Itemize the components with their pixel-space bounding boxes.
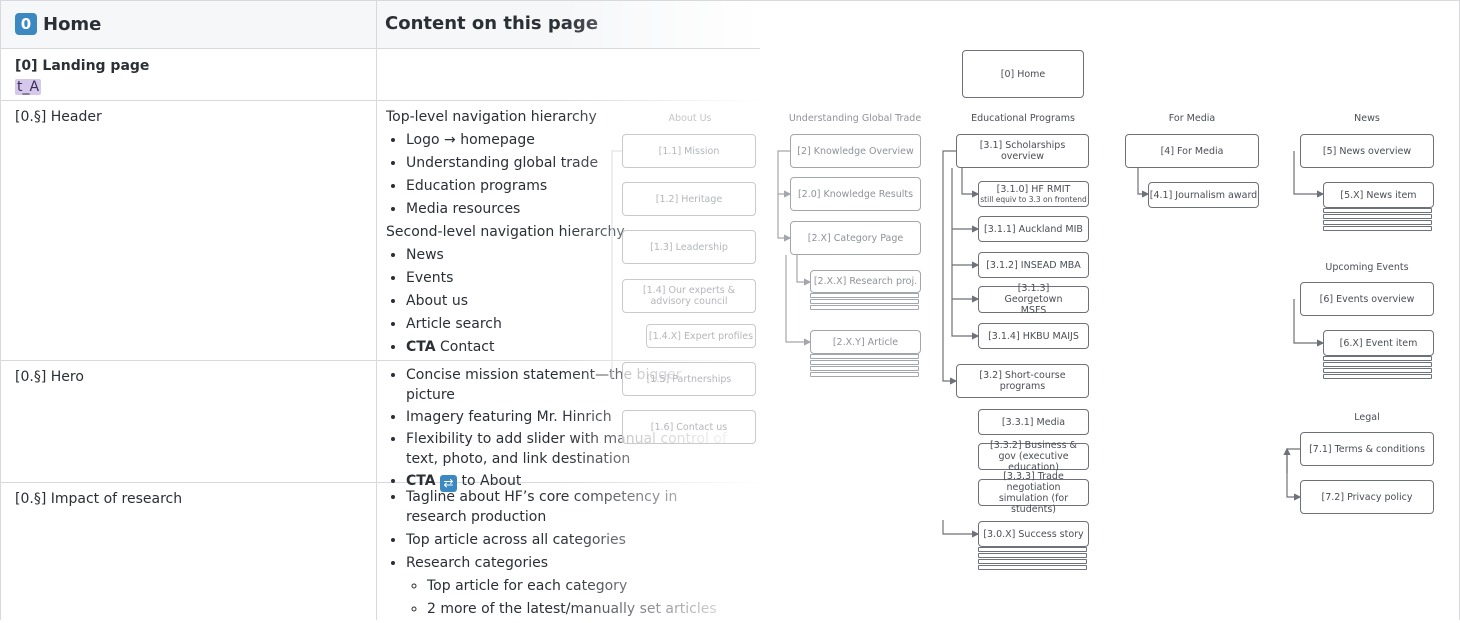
sitemap-node[interactable]: [6] Events overview <box>1300 282 1434 316</box>
top-nav-list: Logo → homepage Understanding global tra… <box>386 129 746 221</box>
cta-label: CTA <box>406 473 436 489</box>
sitemap-node[interactable]: [3.2] Short-course programs <box>956 364 1089 398</box>
cta-label: CTA <box>406 339 436 355</box>
sitemap-node[interactable]: [3.1.1] Auckland MIB <box>978 216 1089 242</box>
sitemap-node[interactable]: [1.4.X] Expert profiles <box>646 324 756 348</box>
number-zero-icon: 0 <box>15 13 37 35</box>
sitemap-node[interactable]: [3.0.X] Success story <box>978 521 1089 547</box>
category-sublist: Top article for each category 2 more of … <box>406 576 731 619</box>
sitemap-node[interactable]: [3.1.3] Georgetown MSFS <box>978 283 1089 316</box>
list-item: Research categories Top article for each… <box>406 553 731 619</box>
sitemap-node[interactable]: [1.4] Our experts & advisory council <box>622 279 756 313</box>
cta-text: to About <box>457 473 522 489</box>
sitemap-node[interactable]: [4] For Media <box>1125 134 1259 168</box>
sitemap-node[interactable]: [2.X] Category Page <box>790 221 921 255</box>
row-label: [0] Landing page <box>15 58 150 74</box>
sitemap-node[interactable]: [6.X] Event item <box>1323 330 1434 356</box>
sitemap-node[interactable]: [1.2] Heritage <box>622 182 756 216</box>
list-item: Media resources <box>406 198 746 221</box>
node-stack <box>978 547 1087 571</box>
second-nav-list: News Events About us Article search CTA … <box>386 244 746 359</box>
page-title-text: Home <box>43 13 102 35</box>
sub-list-item: Top article for each category <box>427 576 731 596</box>
sub-list-item: 2 more of the latest/manually set articl… <box>427 599 731 619</box>
node-label: [3.1.0] HF RMIT <box>996 184 1071 195</box>
node-stack <box>1323 208 1432 232</box>
sitemap-node[interactable]: [2.X.X] Research proj. <box>810 270 921 293</box>
sitemap-node[interactable]: [3.1] Scholarships overview <box>956 134 1089 168</box>
list-item: CTA ⇄ to About <box>406 471 731 492</box>
sitemap-node-home[interactable]: [0] Home <box>962 50 1084 98</box>
sitemap-node[interactable]: [2] Knowledge Overview <box>790 134 921 168</box>
row-label: [0.§] Impact of research <box>15 491 183 507</box>
sitemap-node[interactable]: [5] News overview <box>1300 134 1434 168</box>
row-content: Tagline about HF’s core competency in re… <box>386 487 731 622</box>
sitemap-node-rmit[interactable]: [3.1.0] HF RMIT still equiv to 3.3 on fr… <box>978 181 1089 207</box>
shuffle-icon: ⇄ <box>440 475 458 492</box>
content-heading: Content on this page <box>385 13 599 34</box>
list-item: Article search <box>406 313 746 336</box>
sitemap-node[interactable]: [3.3.2] Business & gov (executive educat… <box>978 440 1089 473</box>
sitemap-node[interactable]: [1.5] Partnerships <box>622 362 756 396</box>
list-item: News <box>406 244 746 267</box>
sitemap-node[interactable]: [3.3.3] Trade negotiation simulation (fo… <box>978 471 1089 515</box>
node-stack <box>810 293 919 311</box>
sitemap-node[interactable]: [3.1.4] HKBU MAIJS <box>978 323 1089 349</box>
column-divider <box>376 0 377 620</box>
sitemap-node[interactable]: [7.1] Terms & conditions <box>1300 432 1434 466</box>
list-item: CTA Contact <box>406 336 746 359</box>
nav-intro: Top-level navigation hierarchy <box>386 109 597 125</box>
list-item: Tagline about HF’s core competency in re… <box>406 487 731 527</box>
node-stack <box>1323 356 1432 380</box>
node-note: still equiv to 3.3 on frontend <box>980 195 1087 204</box>
row-label: [0.§] Hero <box>15 369 84 385</box>
template-tag[interactable]: t_A <box>15 79 42 95</box>
sitemap-node[interactable]: [3.3.1] Media <box>978 409 1089 435</box>
sitemap-node[interactable]: [2.X.Y] Article <box>810 330 921 354</box>
node-stack <box>810 354 919 378</box>
list-item: About us <box>406 290 746 313</box>
sitemap-node[interactable]: [3.1.2] INSEAD MBA <box>978 252 1089 278</box>
list-item: Education programs <box>406 175 746 198</box>
sitemap-node[interactable]: [1.1] Mission <box>622 134 756 168</box>
sitemap-node[interactable]: [5.X] News item <box>1323 182 1434 208</box>
page-title: 0 Home <box>15 13 101 35</box>
sitemap-node[interactable]: [7.2] Privacy policy <box>1300 480 1434 514</box>
list-item: Understanding global trade <box>406 152 746 175</box>
list-item: Top article across all categories <box>406 530 731 550</box>
sitemap-node[interactable]: [1.6] Contact us <box>622 410 756 444</box>
sitemap-node[interactable]: [1.3] Leadership <box>622 230 756 264</box>
sitemap-node[interactable]: [4.1] Journalism award <box>1148 182 1259 208</box>
list-item: Logo → homepage <box>406 129 746 152</box>
sitemap-node[interactable]: [2.0] Knowledge Results <box>790 177 921 211</box>
cta-text: Contact <box>435 339 495 355</box>
list-item-text: Research categories <box>406 555 549 571</box>
row-label: [0.§] Header <box>15 109 102 125</box>
list-item: Events <box>406 267 746 290</box>
impact-list: Tagline about HF’s core competency in re… <box>386 487 731 619</box>
